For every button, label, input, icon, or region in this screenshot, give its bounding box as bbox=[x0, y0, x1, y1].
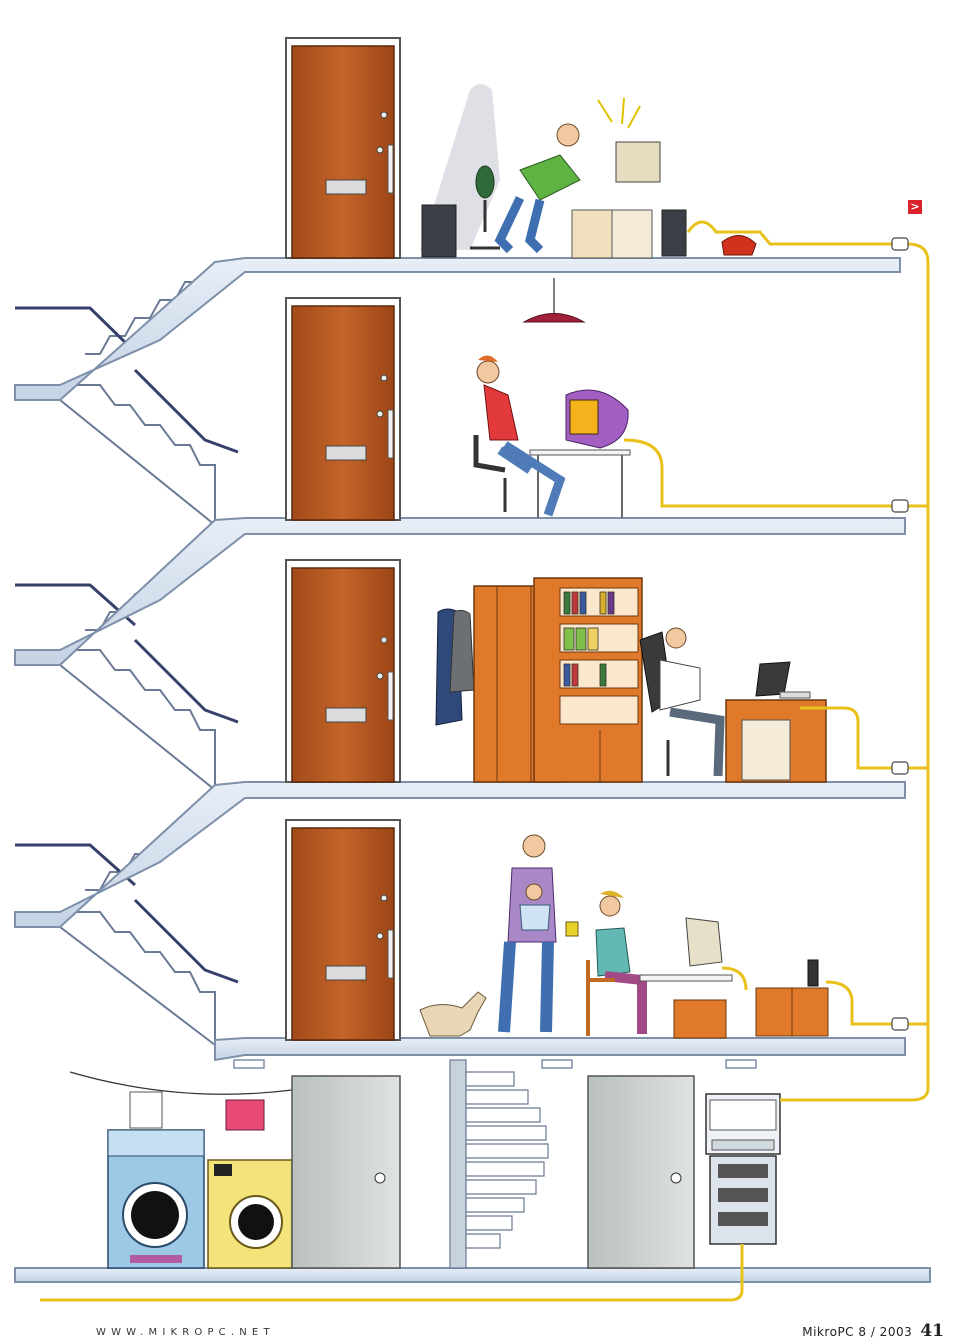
next-page-arrow-icon: > bbox=[908, 200, 922, 214]
footer-issue: MikroPC 8 / 2003 bbox=[802, 1325, 913, 1339]
apartment-door-floor-4 bbox=[285, 37, 401, 259]
network-cabling bbox=[40, 220, 930, 1302]
apartment-door-floor-3 bbox=[285, 297, 401, 521]
basement-door-left bbox=[291, 1075, 401, 1269]
stair-handrail bbox=[15, 306, 239, 984]
ceiling-lights bbox=[233, 1059, 757, 1069]
apartment-door-floor-1 bbox=[285, 819, 401, 1041]
basement-door-right bbox=[587, 1075, 695, 1269]
family-scene bbox=[419, 834, 829, 1039]
footer-magazine-info: MikroPC 8 / 2003 41 bbox=[802, 1321, 944, 1341]
apartment-door-floor-2 bbox=[285, 559, 401, 783]
network-rack-cabinet bbox=[705, 1093, 781, 1245]
home-office-scene bbox=[435, 577, 827, 783]
frustrated-computer-user-scene bbox=[420, 84, 757, 259]
spiral-staircase bbox=[449, 1059, 549, 1269]
footer-page-number: 41 bbox=[920, 1321, 944, 1341]
footer-website: WWW.MIKROPC.NET bbox=[96, 1327, 275, 1338]
woman-at-computer-scene bbox=[473, 278, 631, 518]
basement-laundry bbox=[69, 1071, 293, 1269]
floor-slabs bbox=[14, 257, 931, 1283]
network-wall-sockets bbox=[891, 237, 909, 1031]
